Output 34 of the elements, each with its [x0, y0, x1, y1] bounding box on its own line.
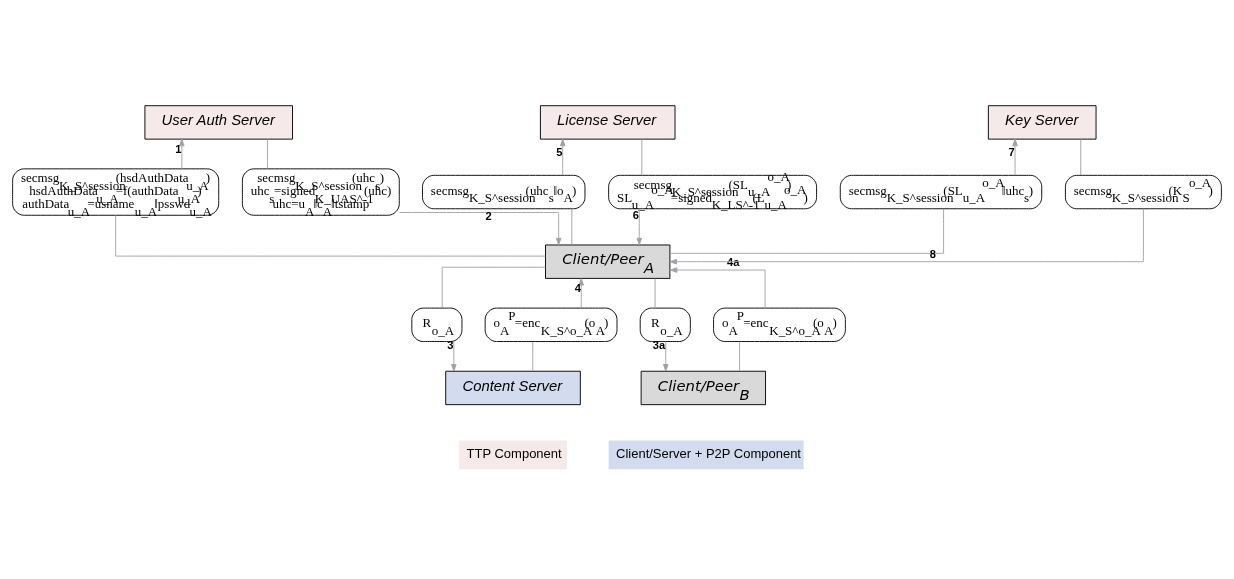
- connector: [532, 340, 534, 371]
- node-box: User Auth Server: [144, 104, 293, 140]
- node-box: Content Server: [445, 370, 581, 405]
- node-box: License Server: [539, 104, 676, 140]
- arrow: [559, 138, 566, 176]
- connector: [571, 207, 573, 245]
- edge-label: 1: [175, 142, 182, 155]
- arrow: [179, 138, 185, 169]
- node-box: Key Server: [987, 104, 1097, 140]
- edge-label: 2: [485, 209, 492, 222]
- edge-label: 4a: [727, 255, 740, 268]
- connector: [739, 340, 740, 371]
- connector: [641, 138, 643, 176]
- arrow: [663, 340, 669, 371]
- legend-label: Client/Server + P2P Component: [616, 445, 801, 461]
- connector: [1080, 138, 1082, 176]
- legend-label: TTP Component: [466, 445, 562, 461]
- arrow: [669, 266, 766, 309]
- connector: [115, 214, 546, 257]
- edge-label: 4: [574, 281, 581, 294]
- arrow: [578, 277, 584, 308]
- connector: [669, 207, 945, 254]
- arrow: [451, 340, 457, 371]
- edge-label: 7: [1008, 145, 1015, 158]
- arrow: [669, 207, 1144, 264]
- arrow: [398, 211, 562, 245]
- arrow: [1012, 138, 1018, 176]
- edge-label: 8: [929, 247, 936, 260]
- edge-label: 5: [556, 145, 563, 158]
- connector: [654, 277, 656, 308]
- connector: [441, 266, 546, 308]
- connector: [267, 138, 268, 169]
- edge-label: 6: [632, 208, 639, 221]
- arrow: [636, 207, 643, 245]
